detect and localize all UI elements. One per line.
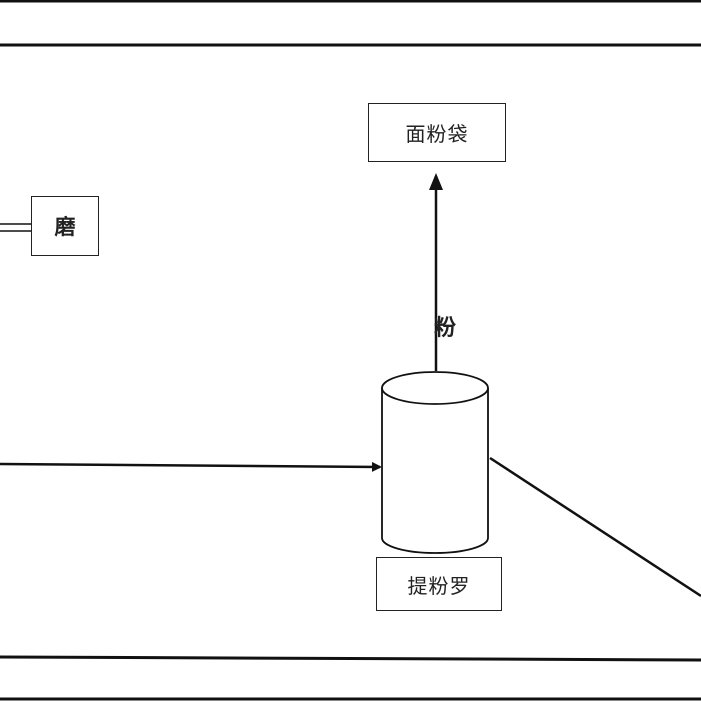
frame-inner-bottom: [0, 655, 701, 662]
sifter-cylinder: [381, 371, 489, 554]
arrow-to-sifter: [0, 461, 382, 472]
node-mill-label: 磨: [54, 215, 76, 239]
node-mill: 磨: [31, 196, 99, 256]
arrow-to-flour-bag-head: [429, 173, 443, 190]
node-flour-bag: 面粉袋: [368, 103, 506, 162]
node-flour-bag-label: 面粉袋: [405, 122, 469, 146]
sifter-output-diagonal: [489, 456, 701, 598]
edge-label-flour: 粉: [434, 316, 457, 341]
node-sifter: 提粉罗: [376, 557, 502, 611]
node-sifter-label: 提粉罗: [407, 573, 471, 598]
